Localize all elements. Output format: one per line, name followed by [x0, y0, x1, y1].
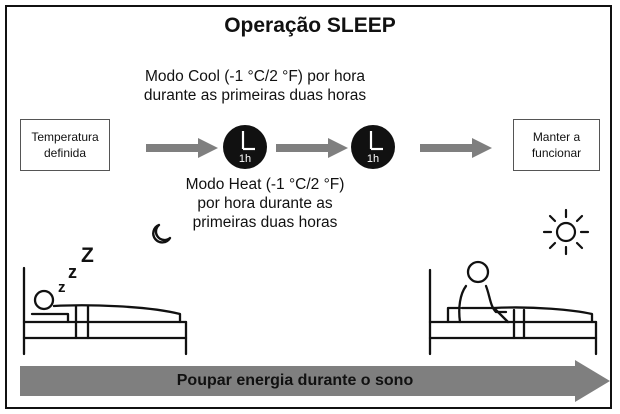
flow-arrow-3: [420, 138, 492, 158]
sun-icon: [542, 208, 590, 256]
energy-saving-arrow: [20, 360, 610, 402]
sleeping-person-bed-icon: z z Z: [22, 244, 188, 356]
sleep-letter-2: z: [68, 262, 77, 282]
clock-icon: 1h: [223, 125, 267, 169]
flow-arrow-2: [276, 138, 348, 158]
keep-running-box: Manter a funcionar: [513, 119, 600, 171]
sleep-letter-3: Z: [81, 244, 94, 267]
keep-running-label: Manter a funcionar: [531, 130, 582, 160]
clock-1-label: 1h: [239, 153, 251, 165]
set-temperature-box: Temperatura definida: [20, 119, 110, 171]
sleep-letter-1: z: [58, 279, 66, 296]
awake-person-bed-icon: [428, 260, 598, 356]
clock-icon: 1h: [351, 125, 395, 169]
clock-2-label: 1h: [367, 153, 379, 165]
cool-mode-caption: Modo Cool (-1 °C/2 °F) por hora durante …: [143, 68, 367, 104]
moon-icon: [152, 223, 172, 244]
flow-arrow-1: [146, 138, 218, 158]
heat-mode-caption: Modo Heat (-1 °C/2 °F) por hora durante …: [185, 176, 345, 231]
energy-saving-label: Poupar energia durante o sono: [176, 372, 414, 389]
diagram-title: Operação SLEEP: [224, 14, 396, 37]
set-temperature-label: Temperatura definida: [31, 130, 99, 160]
diagram-frame: [5, 5, 612, 409]
